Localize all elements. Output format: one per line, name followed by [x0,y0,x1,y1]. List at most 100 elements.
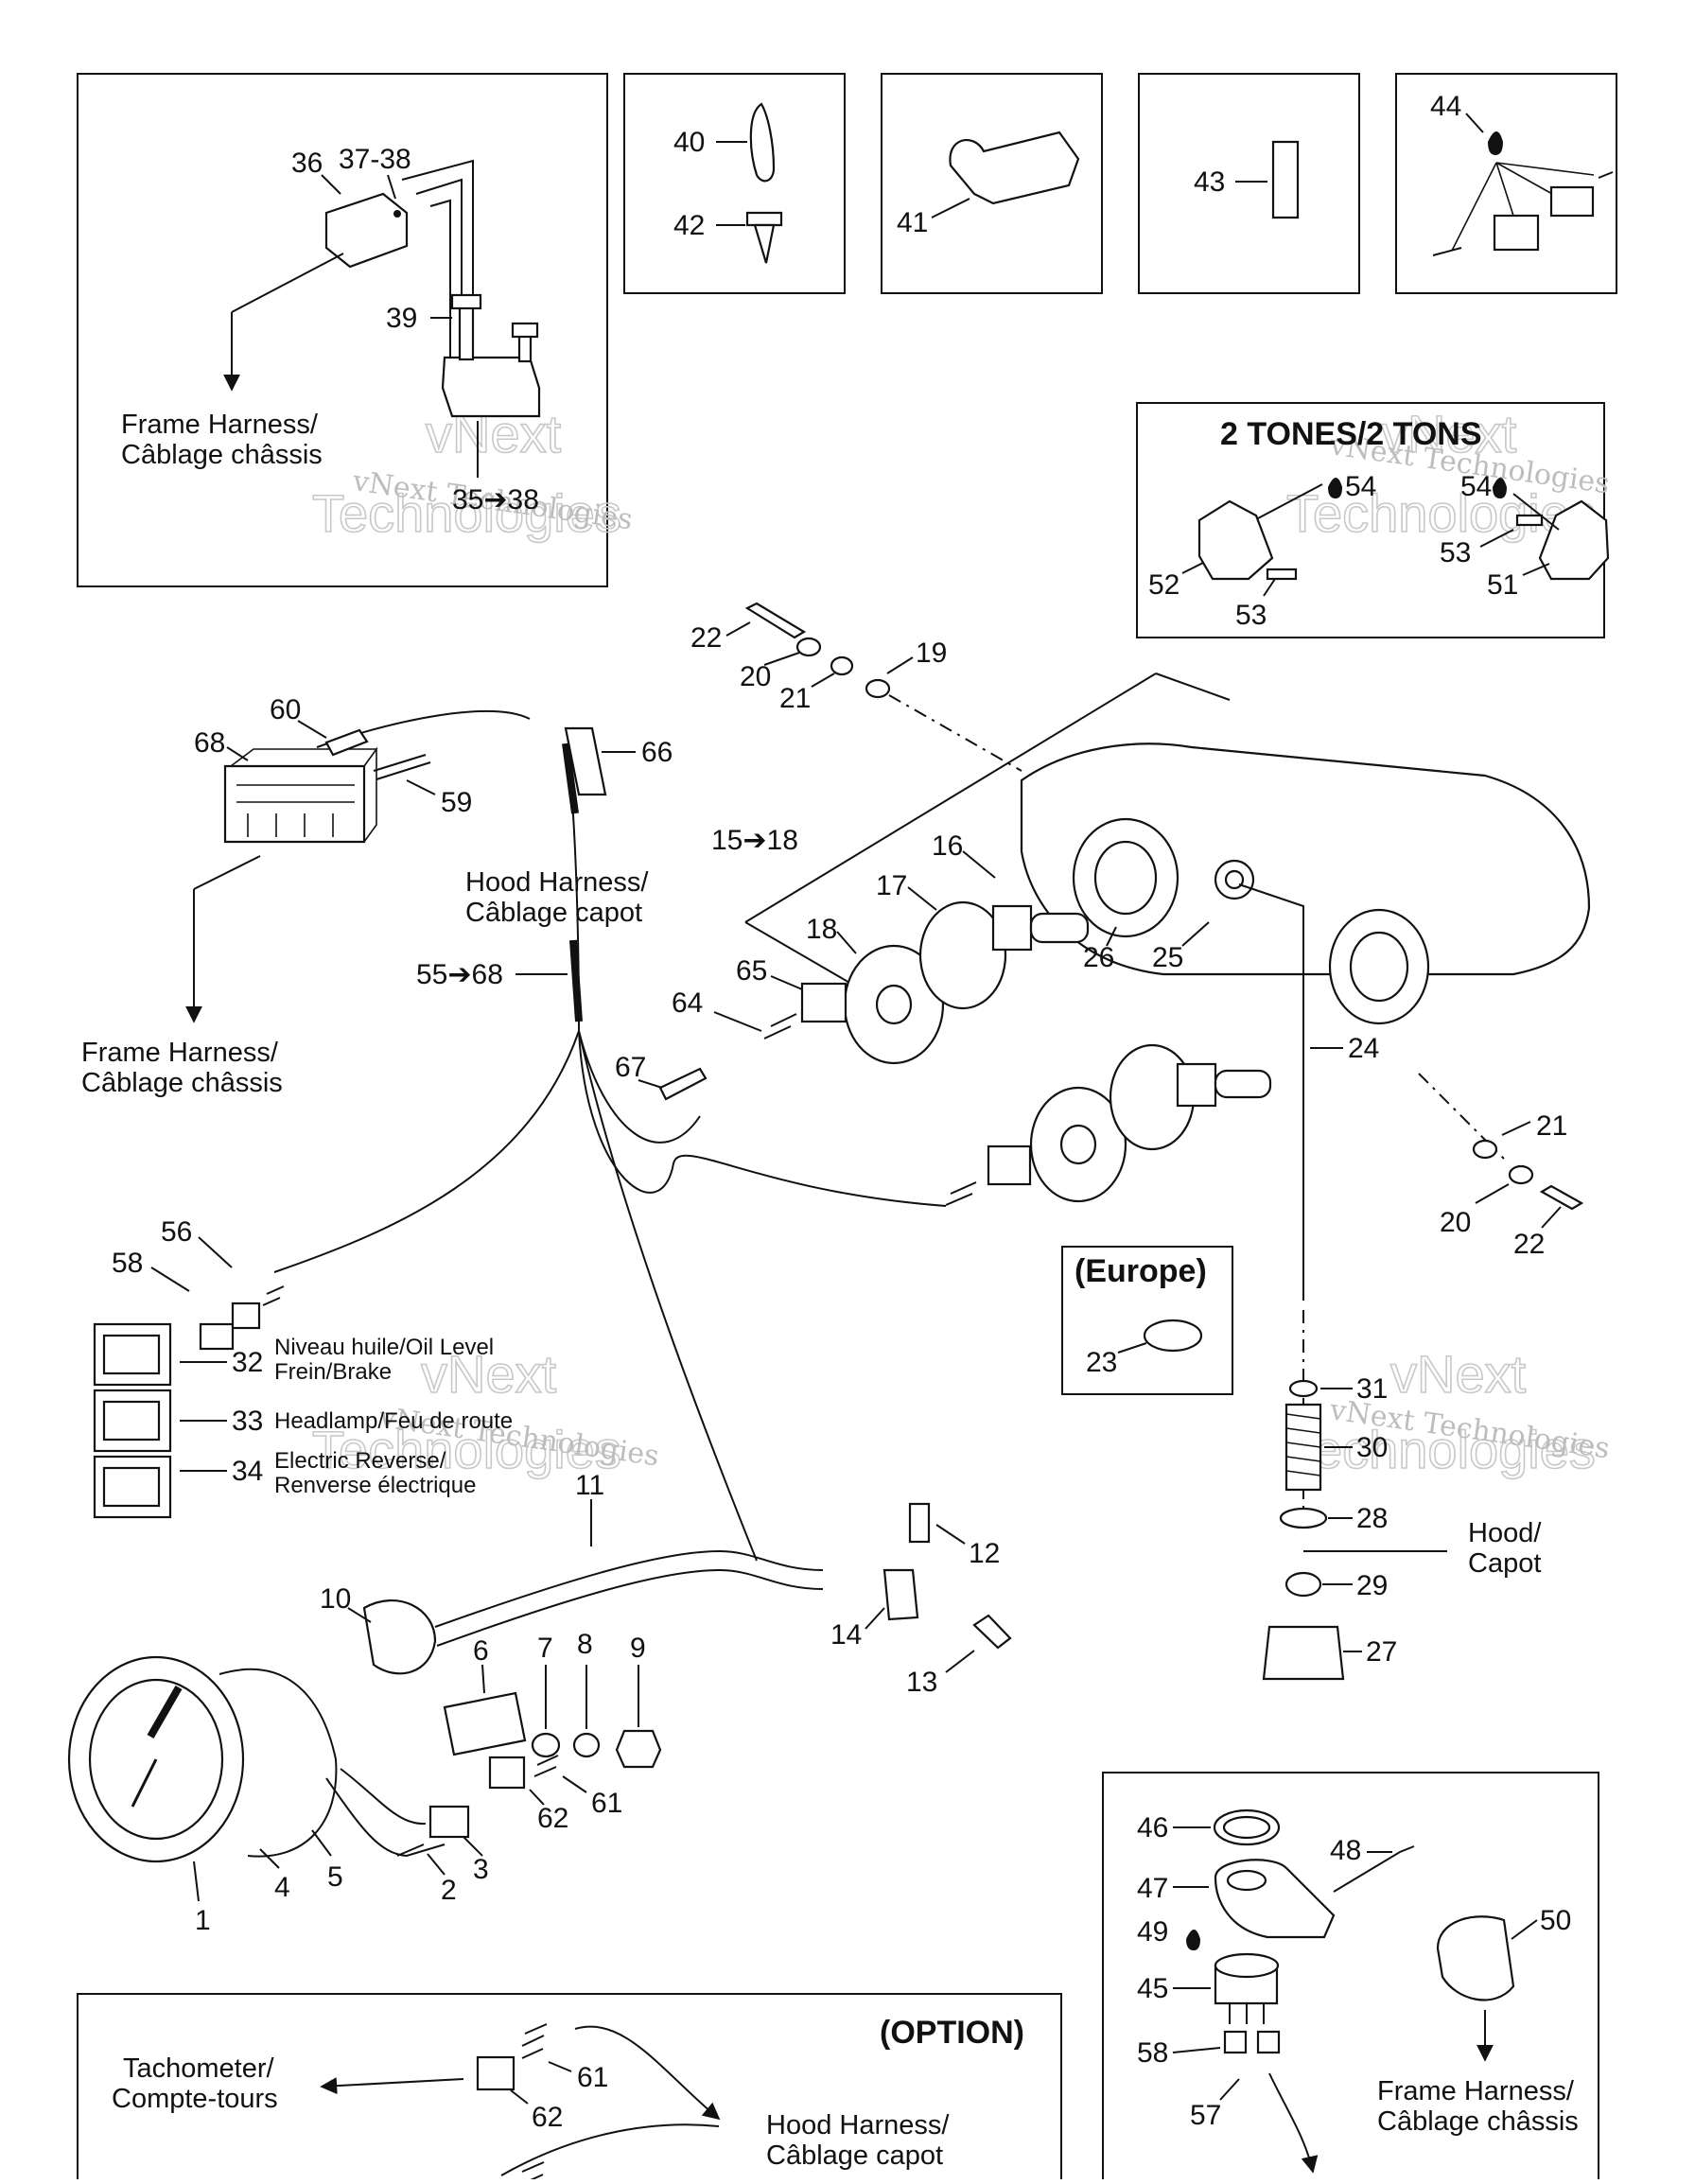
ring-46-inner [1222,1815,1271,1840]
headlamp-reflector-left-inner [1093,840,1158,916]
washer-20 [795,637,822,657]
leader-54-b [1512,493,1560,531]
bracket-15-18 [744,673,1231,923]
label-oil-level: Niveau huile/Oil Level [274,1335,494,1360]
screw-13 [972,1614,1012,1650]
inset-frame-bracket [881,73,1103,294]
leader-20 [763,652,800,666]
callout-6: 6 [473,1635,489,1667]
option-title: (OPTION) [880,2015,1024,2051]
label-electric-reverse-b: Renverse électrique [274,1473,476,1498]
watermark-logo-3: vNext [421,1344,557,1404]
leader-64 [713,1011,762,1032]
label-frame-harness-1b: Câblage châssis [121,440,323,470]
connector-65 [800,982,848,1023]
leader-37 [387,174,396,200]
bracket-47 [1214,1859,1336,1939]
inset-frame-terminals [1395,73,1617,294]
callout-13: 13 [906,1667,937,1698]
callout-12: 12 [969,1538,1000,1569]
wiring-module-inset: 36 37-38 39 35➔38 Frame Harness/ Câblage… [121,144,541,515]
boot-18-hole [875,984,913,1025]
washer-28 [1279,1507,1328,1529]
terminal-60 [324,728,369,757]
bracket-47-hole [1226,1869,1267,1892]
module-block [441,356,541,418]
callout-43: 43 [1194,166,1225,198]
leader-53-a [1263,578,1276,597]
switch-45-top [1214,1952,1280,1979]
callout-30: 30 [1356,1432,1388,1463]
leader-22 [725,621,751,637]
callout-44: 44 [1430,91,1461,122]
leader-1 [193,1861,200,1902]
leader-51 [1522,563,1550,576]
gauge-1-body [218,1668,338,1858]
arrow-tachometer [320,2077,464,2095]
horn-50 [1436,1915,1515,2001]
harness-wire-connector [578,1030,701,1144]
callout-24: 24 [1348,1033,1379,1064]
leader-67 [638,1079,663,1089]
leader-53-b [1479,529,1514,548]
callout-52: 52 [1148,569,1180,601]
callout-2: 2 [441,1875,457,1906]
callout-64: 64 [672,987,703,1019]
spring-67 [658,1067,708,1101]
callout-8: 8 [577,1629,593,1660]
connector-58 [199,1322,235,1351]
callout-16: 16 [932,830,963,862]
callout-15-18: 15➔18 [711,825,798,856]
leader-50 [1511,1919,1538,1940]
leader-36-arrow-1 [231,253,344,313]
leader-62 [529,1789,545,1806]
europe-title: (Europe) [1075,1253,1207,1289]
gauge-needle-mark [147,1686,183,1738]
wire-option-hood [574,2025,721,2121]
leader-57 [1219,2078,1240,2101]
clip-43 [1271,140,1300,219]
label-frame-harness-2b: Câblage châssis [81,1068,283,1098]
terminals-option-lower [521,2161,545,2184]
callout-54-b: 54 [1460,471,1492,502]
terminals-61-option [521,2023,548,2059]
spring-66 [564,726,607,796]
watermark-logo-4b: Technologies [1286,1420,1596,1479]
clamp-23 [1143,1319,1203,1353]
leader-13 [945,1650,975,1673]
terminal-59 [373,754,431,780]
connector-62-option [476,2055,515,2091]
terminal-44-a [1432,247,1462,256]
dash-line-hardware [888,694,1022,772]
callout-1: 1 [195,1905,211,1936]
leader-61 [562,1775,587,1793]
callout-26: 26 [1083,942,1114,973]
spring-stack: 31 30 28 29 27 Hood/ Capot [1262,1310,1542,1681]
speedo-cable-11 [434,1549,824,1628]
label-hood-harness-1b: Câblage capot [465,898,642,928]
callout-53-b: 53 [1440,537,1471,568]
leader-58-horn [1172,2047,1221,2053]
clip-inset: 43 [1194,140,1300,219]
screw-22-lower [1539,1184,1584,1211]
two-tones-title: 2 TONES/2 TONS [1220,416,1482,452]
label-hood-harness-2b: Câblage capot [766,2140,943,2171]
leader-21-lower [1501,1121,1531,1136]
knob-27 [1262,1625,1345,1681]
label-frame-harness-2: Frame Harness/ [81,1038,279,1068]
harness-wire-switches [273,1030,580,1273]
leader-19 [886,656,914,674]
bulb-16-lower-base [1176,1062,1217,1108]
callout-22b: 22 [1513,1229,1545,1260]
leader-4 [259,1848,280,1869]
hardware-19-22: 19 20 21 22 21 20 22 [690,602,1584,1260]
grommet-25-hole [1224,869,1245,890]
callout-20a: 20 [740,661,771,692]
leader-44-a [1451,162,1497,252]
callout-5: 5 [327,1861,343,1893]
inset-frame-horn [1102,1772,1599,2184]
leader-44-c [1495,162,1562,200]
callout-49: 49 [1137,1916,1168,1948]
